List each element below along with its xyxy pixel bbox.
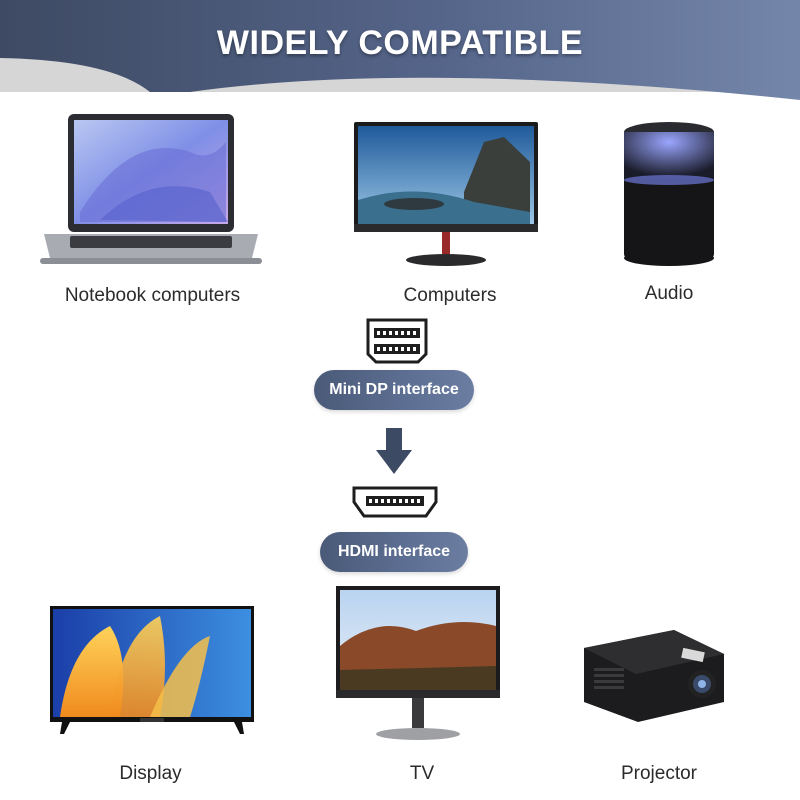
hdmi-interface-badge: HDMI interface — [320, 532, 468, 572]
monitor-tv-icon — [336, 586, 500, 740]
header-background — [0, 0, 800, 100]
arrow-down-icon — [376, 428, 412, 474]
speaker-icon — [624, 122, 714, 266]
source-label-computers: Computers — [403, 285, 497, 306]
target-label-projector: Projector — [620, 763, 698, 784]
source-label-notebook: Notebook computers — [64, 285, 241, 306]
mini-dp-interface-badge: Mini DP interface — [314, 370, 474, 410]
laptop-icon — [40, 114, 262, 264]
projector-icon — [584, 630, 724, 722]
mini-dp-port-icon — [366, 318, 428, 364]
monitor-icon — [354, 122, 538, 266]
page-title: WIDELY COMPATIBLE — [216, 24, 584, 62]
target-label-display: Display — [119, 763, 182, 784]
target-label-tv: TV — [409, 763, 435, 784]
tv-display-icon — [50, 606, 254, 734]
hdmi-port-icon — [352, 486, 438, 518]
header-banner: WIDELY COMPATIBLE — [0, 0, 800, 110]
source-label-audio: Audio — [644, 283, 694, 304]
